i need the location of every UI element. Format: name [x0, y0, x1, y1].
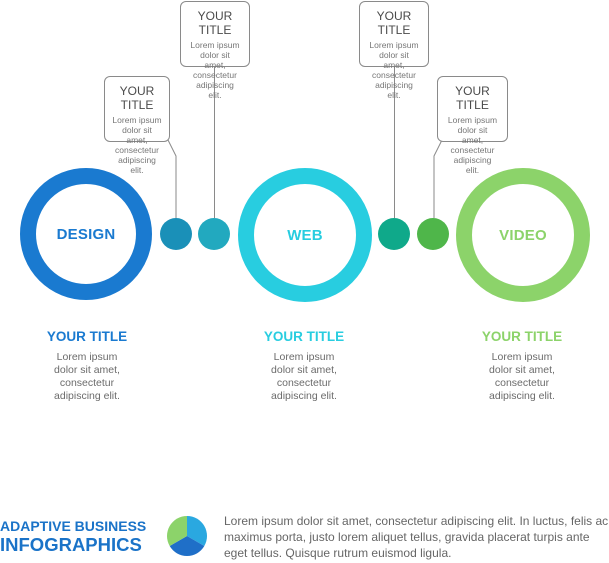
- footer-title-line2: INFOGRAPHICS: [0, 534, 142, 555]
- ring-label-design: DESIGN: [56, 225, 116, 243]
- bottom-item-title: YOUR TITLE: [481, 329, 563, 344]
- pie-logo-icon: [167, 516, 207, 556]
- bottom-item-body: Lorem ipsum dolor sit amet, consectetur …: [54, 351, 120, 402]
- connector-dot: [198, 218, 230, 250]
- callout-title: YOUR TITLE: [455, 84, 490, 112]
- callout-box: YOUR TITLE Lorem ipsum dolor sit amet, c…: [359, 1, 429, 100]
- bottom-item-video: YOUR TITLE Lorem ipsum dolor sit amet, c…: [447, 329, 597, 403]
- bottom-item-body: Lorem ipsum dolor sit amet, consectetur …: [489, 351, 555, 402]
- bottom-item-web: YOUR TITLE Lorem ipsum dolor sit amet, c…: [229, 329, 379, 403]
- callout-body: Lorem ipsum dolor sit amet, consectetur …: [190, 40, 240, 100]
- ring-label-web: WEB: [287, 226, 323, 244]
- ring-video: VIDEO: [456, 168, 590, 302]
- callout-title: YOUR TITLE: [376, 9, 412, 37]
- callout-body: Lorem ipsum dolor sit amet, consectetur …: [447, 115, 498, 175]
- bottom-item-title: YOUR TITLE: [263, 329, 345, 344]
- connector-dot: [160, 218, 192, 250]
- footer-title: ADAPTIVE BUSINESS INFOGRAPHICS: [0, 518, 170, 556]
- callout-box: YOUR TITLE Lorem ipsum dolor sit amet, c…: [104, 76, 170, 175]
- footer-text: Lorem ipsum dolor sit amet, consectetur …: [224, 514, 609, 560]
- callout-body: Lorem ipsum dolor sit amet, consectetur …: [369, 40, 419, 100]
- ring-design: DESIGN: [20, 168, 152, 300]
- connector-line-left: [167, 139, 177, 218]
- ring-label-video: VIDEO: [499, 226, 547, 244]
- connector-line: [214, 66, 215, 218]
- connector-dot: [378, 218, 410, 250]
- bottom-item-design: YOUR TITLE Lorem ipsum dolor sit amet, c…: [12, 329, 162, 403]
- ring-web: WEB: [238, 168, 372, 302]
- bottom-item-body: Lorem ipsum dolor sit amet, consectetur …: [271, 351, 337, 402]
- callout-box: YOUR TITLE Lorem ipsum dolor sit amet, c…: [437, 76, 508, 175]
- connector-dot: [417, 218, 449, 250]
- connector-line: [394, 66, 395, 218]
- callout-body: Lorem ipsum dolor sit amet, consectetur …: [112, 115, 162, 175]
- callout-box: YOUR TITLE Lorem ipsum dolor sit amet, c…: [180, 1, 250, 100]
- footer-title-line1: ADAPTIVE BUSINESS: [0, 518, 147, 534]
- bottom-item-title: YOUR TITLE: [46, 329, 128, 344]
- callout-title: YOUR TITLE: [197, 9, 233, 37]
- callout-title: YOUR TITLE: [119, 84, 155, 112]
